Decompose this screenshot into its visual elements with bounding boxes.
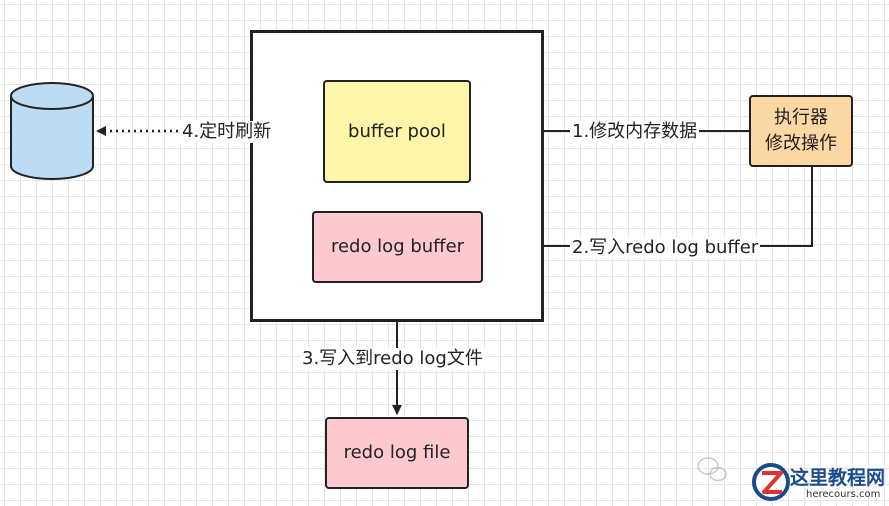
executor-label-line2: 修改操作 bbox=[765, 133, 837, 154]
redo-log-file-node: redo log file bbox=[325, 417, 469, 489]
edge-label-step1: 1.修改内存数据 bbox=[570, 121, 700, 143]
edge-label-step2: 2.写入redo log buffer bbox=[570, 237, 761, 259]
buffer-pool-node: buffer pool bbox=[323, 80, 471, 183]
executor-node: 执行器 修改操作 bbox=[749, 95, 853, 167]
watermark-site-name: 这里教程网 bbox=[790, 467, 886, 489]
redo-log-buffer-node: redo log buffer bbox=[312, 211, 483, 283]
executor-label-line1: 执行器 bbox=[774, 107, 828, 128]
edge-label-step3: 3.写入到redo log文件 bbox=[300, 348, 485, 370]
site-logo-icon bbox=[752, 463, 790, 501]
wechat-watermark-icon bbox=[697, 457, 727, 482]
database-icon bbox=[10, 82, 94, 180]
watermark-site-url: herecours.com bbox=[806, 489, 881, 500]
edge-label-step4: 4.定时刷新 bbox=[180, 121, 274, 143]
